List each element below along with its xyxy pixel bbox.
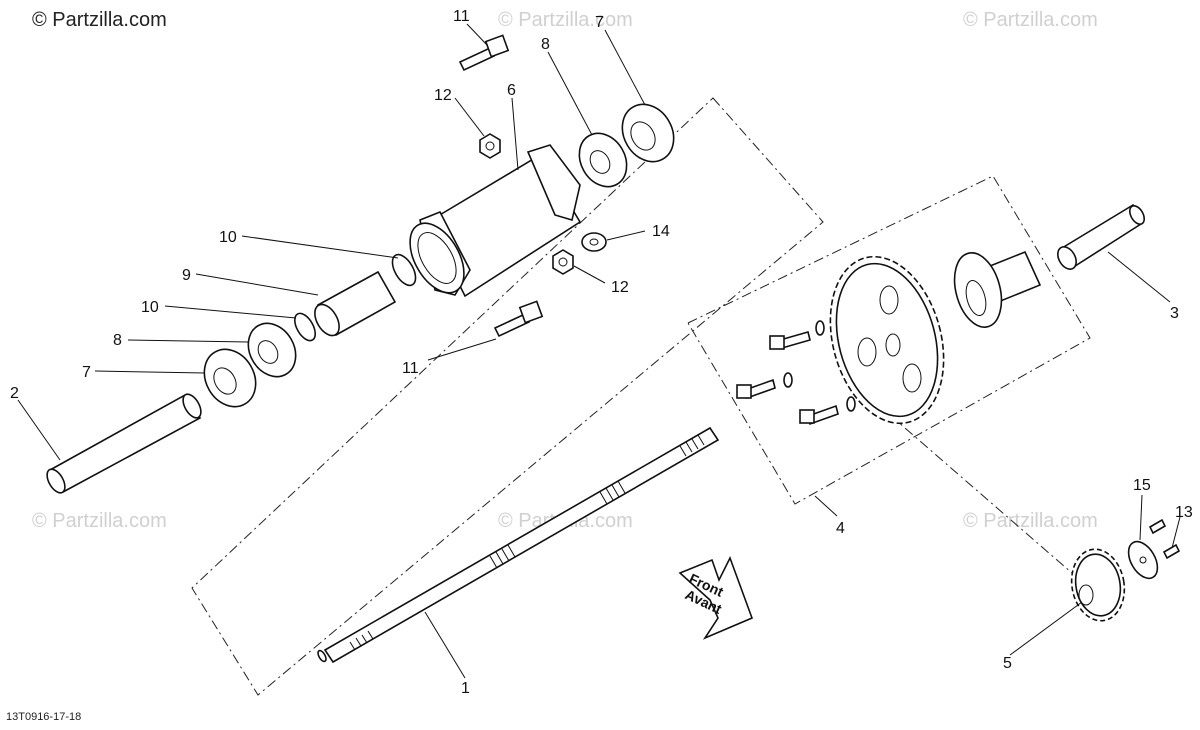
callout-11-top[interactable]: 11	[453, 8, 470, 25]
pin-tube-left[interactable]	[43, 391, 204, 496]
sleeve[interactable]	[310, 270, 397, 340]
bolt-top[interactable]	[458, 34, 510, 72]
bearing-inner-bottom[interactable]	[239, 315, 305, 385]
bearing-outer-top[interactable]	[612, 95, 684, 171]
watermark: © Partzilla.com	[963, 510, 1098, 532]
watermark: © Partzilla.com	[963, 9, 1098, 31]
sprocket-assembly-outline	[687, 175, 1091, 505]
callout-3[interactable]: 3	[1170, 305, 1179, 322]
bearing-inner-top[interactable]	[570, 125, 636, 195]
callout-5[interactable]: 5	[1003, 655, 1012, 672]
callout-14[interactable]: 14	[652, 223, 670, 240]
watermark: © Partzilla.com	[498, 9, 633, 31]
callout-1[interactable]: 1	[461, 680, 470, 697]
small-sprocket[interactable]	[1066, 545, 1130, 625]
callout-11-bottom[interactable]: 11	[402, 360, 419, 377]
callout-12-bottom[interactable]: 12	[611, 279, 629, 296]
watermark: © Partzilla.com	[32, 510, 167, 532]
large-sprocket[interactable]	[813, 244, 961, 436]
nut-bottom[interactable]	[552, 249, 574, 275]
retaining-ring-top[interactable]	[388, 251, 421, 289]
sprocket-bolts[interactable]	[736, 320, 856, 426]
bearing-outer-bottom[interactable]	[194, 340, 266, 416]
callout-7-left[interactable]: 7	[82, 364, 91, 381]
retaining-ring-bottom[interactable]	[291, 310, 320, 344]
callout-13[interactable]: 13	[1175, 504, 1193, 521]
retainer-plate[interactable]	[1123, 537, 1164, 584]
callout-15[interactable]: 15	[1133, 477, 1151, 494]
callout-12-top[interactable]: 12	[434, 87, 452, 104]
diagram-code: 13T0916-17-18	[6, 711, 81, 723]
callout-7-top[interactable]: 7	[595, 14, 604, 31]
chain-path-line	[889, 414, 1081, 581]
callout-8-top[interactable]: 8	[541, 36, 550, 53]
callout-10-top[interactable]: 10	[219, 229, 237, 246]
bolt-bottom[interactable]	[493, 300, 544, 338]
callout-4[interactable]: 4	[836, 520, 845, 537]
nut-top[interactable]	[479, 133, 501, 159]
front-direction-arrow: Front Avant	[678, 555, 754, 640]
callout-6[interactable]: 6	[507, 82, 516, 99]
drive-shaft[interactable]	[316, 426, 720, 664]
watermark-main: © Partzilla.com	[32, 9, 167, 31]
callout-10-left[interactable]: 10	[141, 299, 159, 316]
shaft-assembly-outline	[191, 97, 824, 696]
callout-leader-lines	[17, 23, 1181, 679]
washer[interactable]	[581, 232, 607, 252]
callout-8-left[interactable]: 8	[113, 332, 122, 349]
callout-2[interactable]: 2	[10, 385, 19, 402]
callout-9[interactable]: 9	[182, 267, 191, 284]
sprocket-hub[interactable]	[947, 248, 1042, 333]
pin-tube-right[interactable]	[1054, 203, 1147, 272]
bearing-housing[interactable]	[399, 144, 582, 302]
